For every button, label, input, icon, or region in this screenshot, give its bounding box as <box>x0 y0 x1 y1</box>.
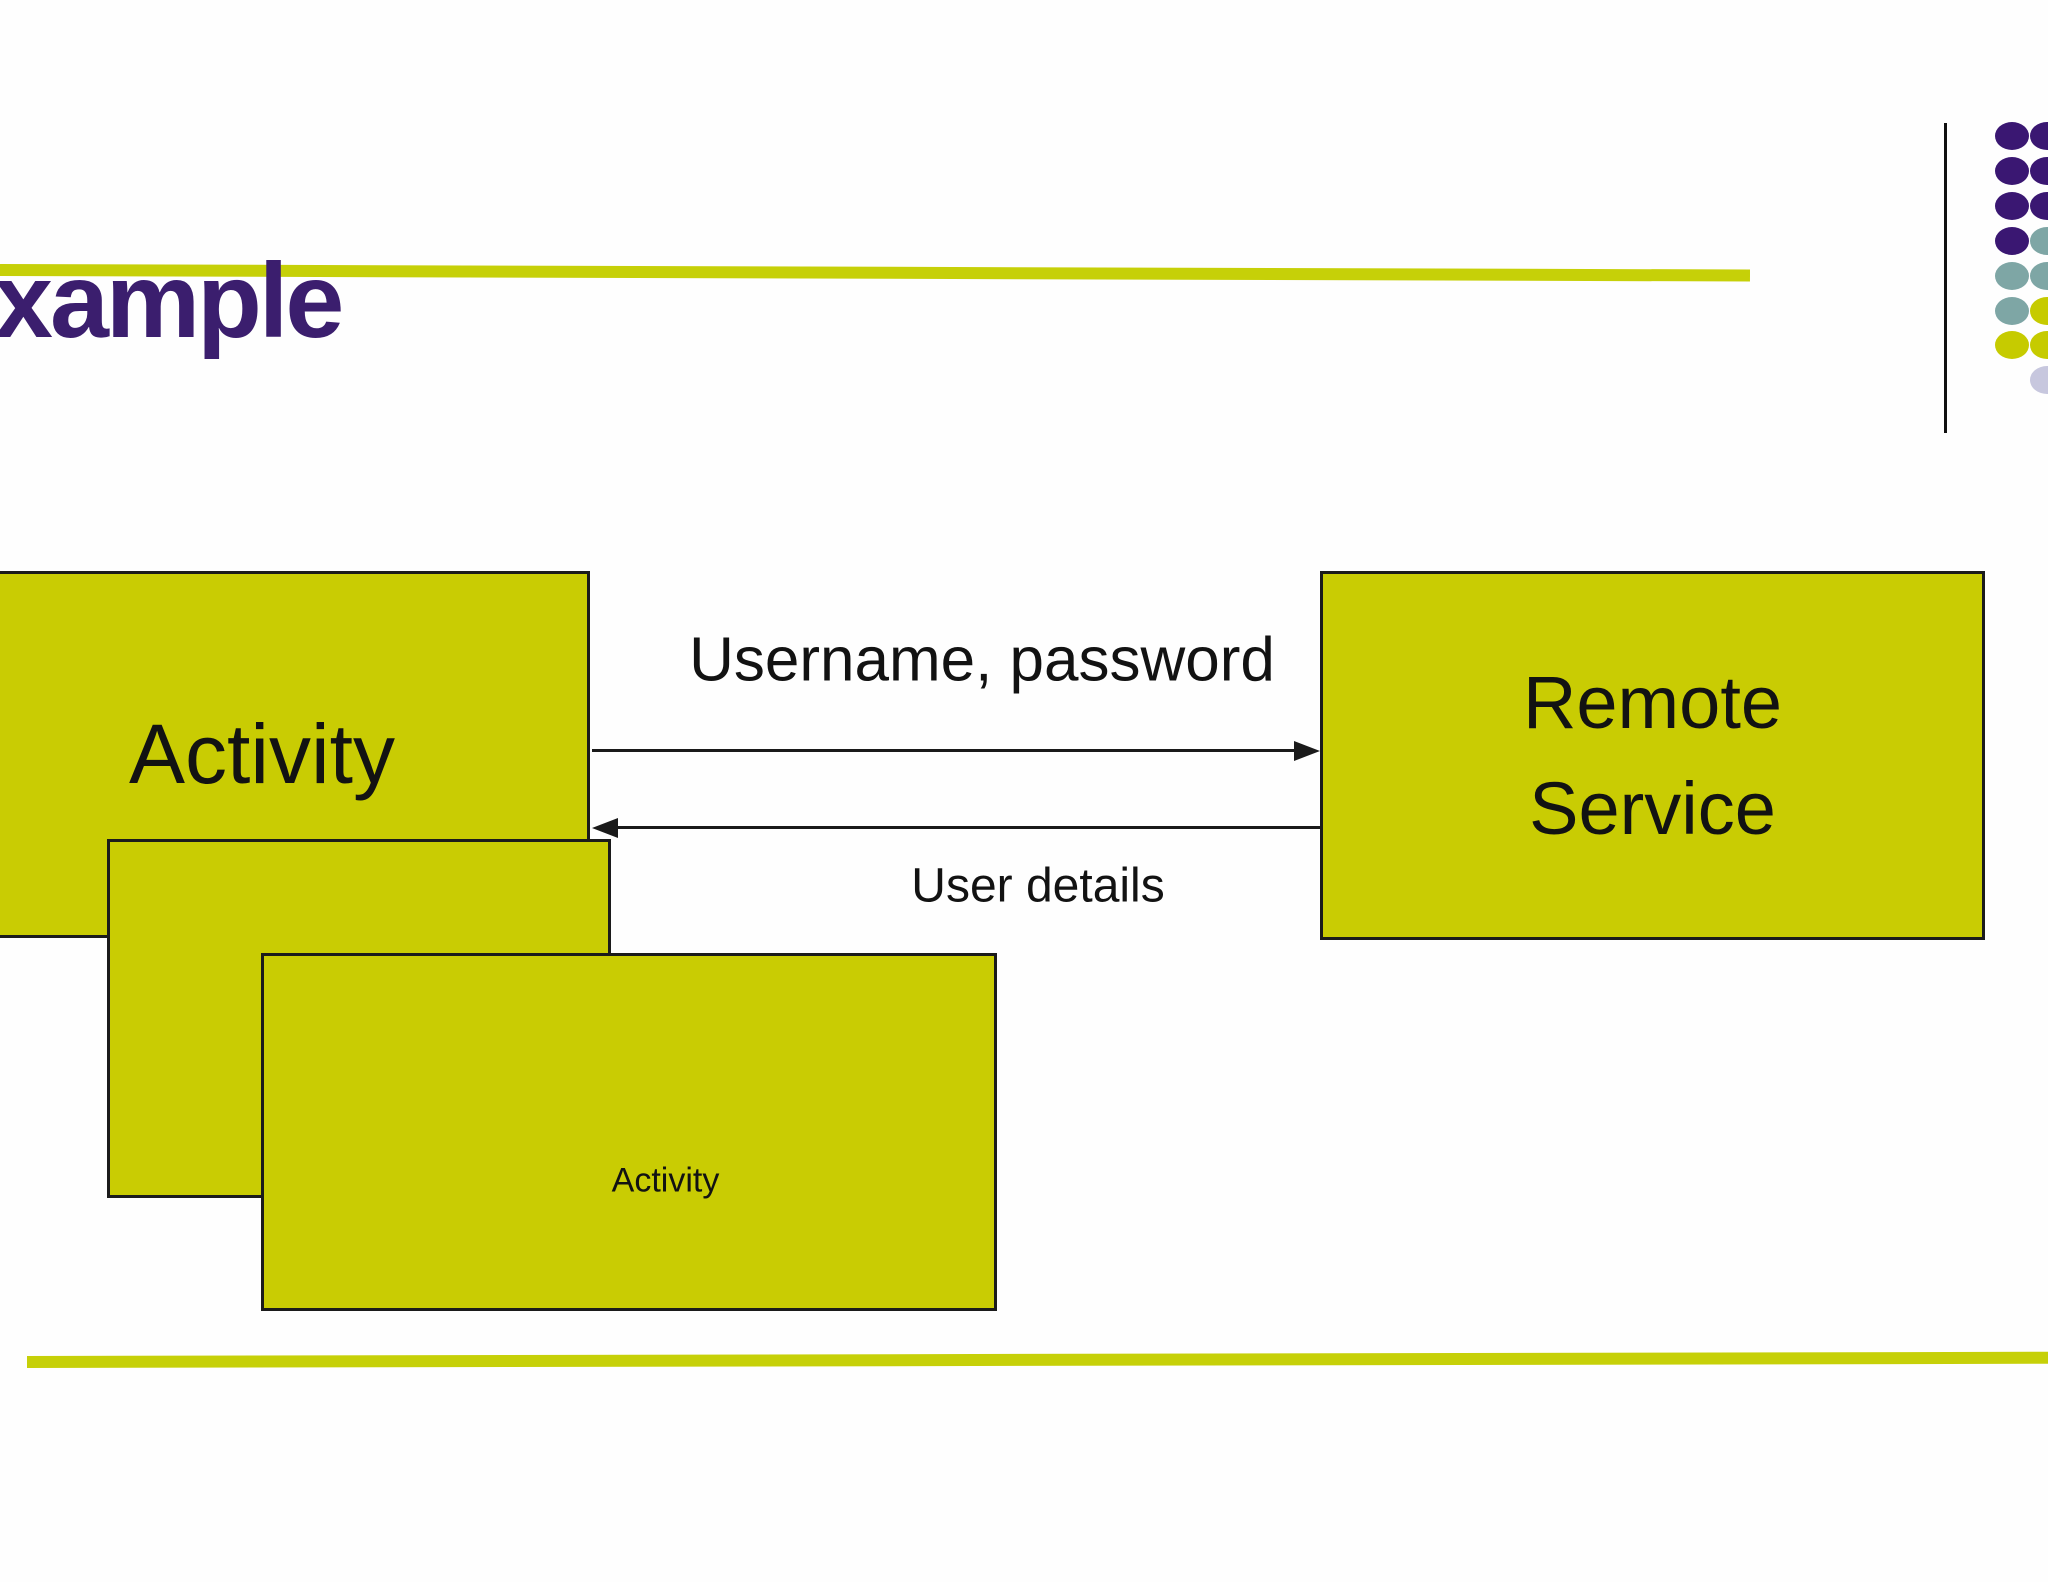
decorative-dot <box>2030 191 2048 220</box>
decorative-dot <box>2030 296 2048 325</box>
request-arrow-label: Username, password <box>689 625 1275 695</box>
decorative-dot <box>2030 226 2048 255</box>
slide-title: xample <box>0 242 344 360</box>
activity-box-label: Activity <box>128 707 396 801</box>
remote-service-label: Remote Service <box>1522 661 1783 850</box>
decorative-dot <box>1995 331 2029 360</box>
decorative-dot <box>1995 296 2029 325</box>
request-arrowhead-icon <box>1294 741 1320 761</box>
footer-accent-line <box>26 1351 2048 1368</box>
decorative-dot <box>1995 156 2029 185</box>
decorative-dot <box>2030 156 2048 185</box>
response-arrow-label: User details <box>911 859 1165 913</box>
decorative-dot <box>2030 366 2048 395</box>
decorative-dot <box>1995 261 2029 290</box>
activity-box-back: Activity <box>261 953 997 1311</box>
decorative-dot <box>2030 331 2048 360</box>
corner-vertical-rule <box>1944 123 1947 433</box>
response-arrow-line <box>618 826 1320 829</box>
activity-box-small-label: Activity <box>611 1161 720 1200</box>
decorative-dot <box>2030 261 2048 290</box>
decorative-dot <box>1995 122 2029 150</box>
decorative-dot <box>1995 226 2029 255</box>
request-arrow-line <box>592 749 1294 752</box>
decorative-dot <box>2030 122 2048 150</box>
response-arrowhead-icon <box>592 818 618 838</box>
decorative-dot <box>1995 191 2029 220</box>
remote-service-box: Remote Service <box>1320 571 1985 940</box>
